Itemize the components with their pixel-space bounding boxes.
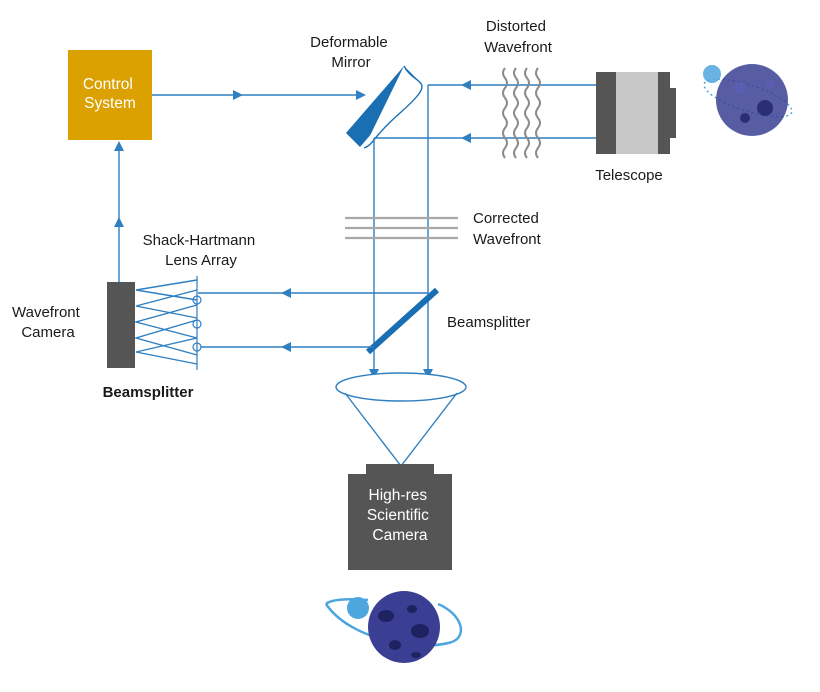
corrected-wavefront-label-line2: Wavefront: [473, 231, 542, 248]
svg-text:Wavefront Camera: Wavefront Camera: [12, 304, 84, 341]
svg-text:Distorted Wavefront: Distorted Wavefront: [484, 18, 553, 56]
arrow-icon: [281, 342, 291, 352]
svg-text:Control System: Control System: [83, 76, 137, 112]
control-system-label-line2: System: [84, 95, 136, 112]
svg-text:High-res Scientific: High-res Scientific Camera: [367, 487, 433, 544]
deformable-mirror-label-line1: Deformable: [310, 34, 388, 51]
control-signal-line: [152, 90, 366, 100]
focus-rays: [344, 392, 458, 468]
arrow-icon: [114, 217, 124, 227]
scientific-camera: High-res Scientific Camera: [348, 464, 452, 570]
distorted-planet-icon: [703, 64, 793, 136]
planet-icon: [324, 591, 463, 663]
corrected-wavefront-label-line1: Corrected: [473, 210, 539, 227]
arrow-icon: [233, 90, 243, 100]
imaging-lens: [335, 372, 467, 402]
beamsplitter: [365, 287, 440, 355]
scientific-camera-label-line3: Camera: [372, 527, 428, 544]
wavefront-camera-label-line2: Camera: [21, 324, 75, 341]
arrow-icon: [114, 141, 124, 151]
distorted-wavefront-label-line2: Wavefront: [484, 39, 553, 56]
control-system-box: Control System: [68, 50, 152, 140]
arrow-icon: [356, 90, 366, 100]
telescope: [596, 72, 676, 154]
scientific-camera-label-line2: Scientific: [367, 507, 429, 524]
wavefront-camera: [107, 282, 135, 368]
arrow-icon: [461, 133, 471, 143]
telescope-label: Telescope: [595, 167, 663, 184]
distorted-wavefront: [502, 67, 541, 159]
wavefront-sensor-beams: [198, 288, 428, 352]
svg-text:Corrected Wavefront: Corrected Wavefront: [473, 210, 543, 248]
svg-text:Shack-Hartmann Lens Array: Shack-Hartmann Lens Array: [143, 232, 260, 269]
arrow-icon: [461, 80, 471, 90]
wavefront-camera-label-line1: Wavefront: [12, 304, 81, 321]
beamsplitter-left-label: Beamsplitter: [103, 384, 194, 401]
telescope-beams: [374, 80, 598, 143]
shack-hartmann-label-line2: Lens Array: [165, 252, 237, 269]
svg-text:Deformable Mirror: Deformable Mirror: [310, 34, 392, 71]
feedback-line: [114, 141, 124, 282]
deformable-mirror-label-line2: Mirror: [331, 54, 370, 71]
arrow-icon: [281, 288, 291, 298]
scientific-camera-label-line1: High-res: [369, 487, 428, 504]
beamsplitter-right-label: Beamsplitter: [447, 314, 530, 331]
corrected-wavefront: [345, 216, 458, 240]
distorted-wavefront-label-line1: Distorted: [486, 18, 546, 35]
control-system-label-line1: Control: [83, 76, 133, 93]
shack-hartmann-label-line1: Shack-Hartmann: [143, 232, 256, 249]
lens-array: [133, 276, 202, 370]
deformable-mirror: [346, 65, 423, 149]
